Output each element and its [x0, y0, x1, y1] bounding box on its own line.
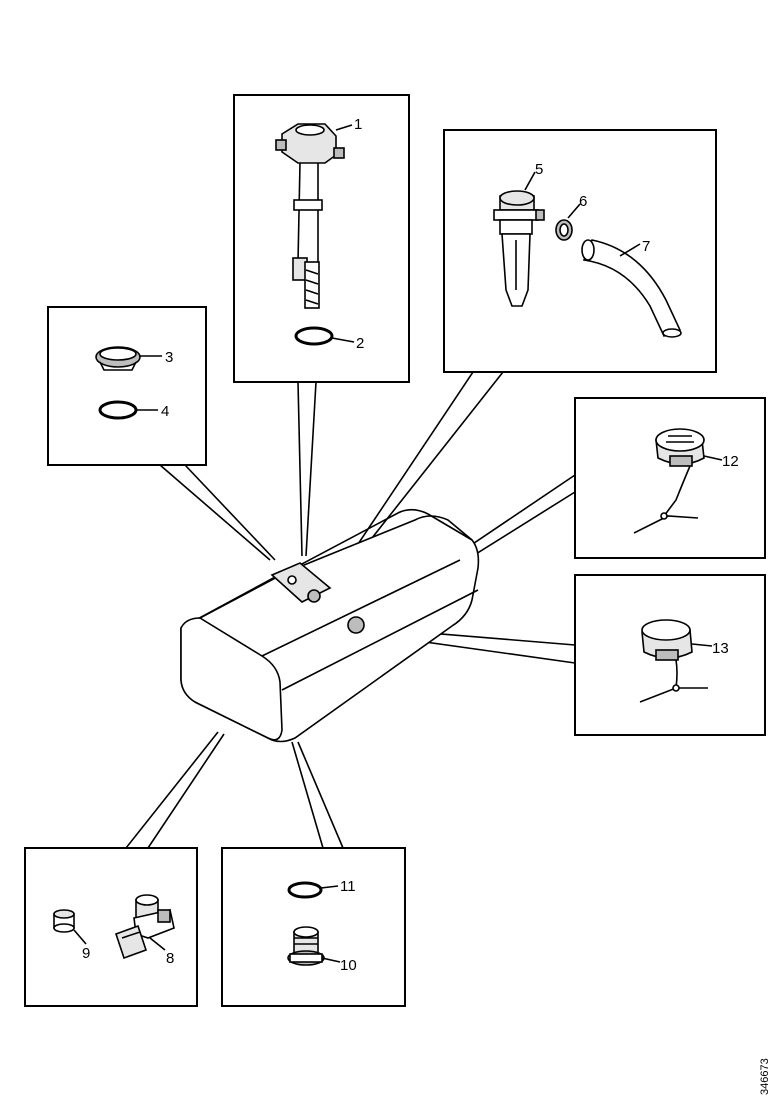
o-ring-part-2	[294, 326, 334, 346]
callout-3: 3	[165, 349, 173, 366]
detail-box-filler-cap-13: 13	[574, 574, 766, 736]
callout-12: 12	[722, 453, 739, 470]
callout-7: 7	[642, 238, 650, 255]
callout-2: 2	[356, 335, 364, 352]
callout-8: 8	[166, 950, 174, 967]
callout-4: 4	[161, 403, 169, 420]
strainer-part-5	[493, 190, 545, 307]
drain-plug-part-10	[287, 926, 325, 966]
o-ring-part-4	[98, 400, 138, 420]
detail-box-cover-ring: 3 4	[47, 306, 207, 466]
callout-13: 13	[712, 640, 729, 657]
leader-lines	[125, 371, 576, 849]
o-ring-part-11	[287, 881, 323, 899]
callout-1: 1	[354, 116, 362, 133]
reference-number: 346673	[759, 1058, 771, 1095]
callout-11: 11	[340, 878, 356, 895]
filler-cap-part-12	[633, 428, 705, 534]
cover-plate-part-3	[95, 346, 141, 371]
callout-9: 9	[82, 945, 90, 962]
drain-valve-part-8	[114, 894, 175, 960]
plug-part-9	[53, 909, 75, 933]
detail-box-filler-cap-12: 12	[574, 397, 766, 559]
filler-cap-part-13	[639, 619, 708, 703]
detail-box-level-sender: 1 2	[233, 94, 410, 383]
callout-5: 5	[535, 161, 543, 178]
callout-10: 10	[340, 957, 357, 974]
callout-6: 6	[579, 193, 587, 210]
filler-neck	[347, 616, 365, 634]
fuel-hose-part-7	[581, 239, 682, 338]
fuel-tank	[180, 508, 480, 743]
detail-box-strainer: 5 6 7	[443, 129, 717, 373]
fuel-level-sender-part-1	[275, 123, 345, 309]
detail-box-drain-valve: 9 8	[24, 847, 198, 1007]
detail-box-drain-plug: 11 10	[221, 847, 406, 1007]
hose-clamp-part-6	[555, 219, 573, 241]
